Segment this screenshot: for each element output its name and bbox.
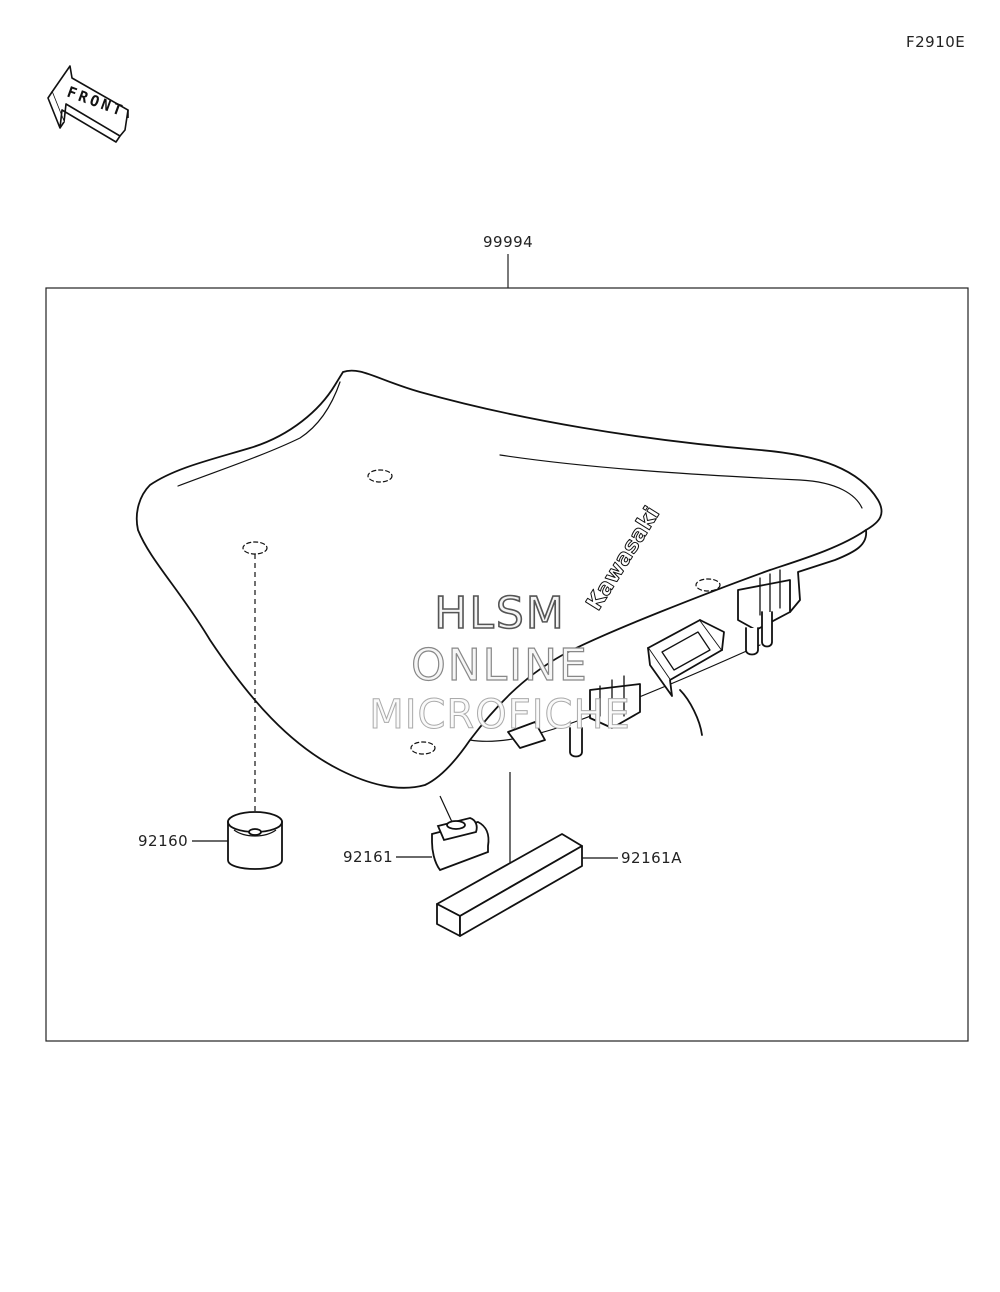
pad-92161a-shape (436, 833, 583, 937)
damper-92160-shape (227, 811, 283, 870)
diagram-id: F2910E (906, 33, 966, 51)
assembly-box (45, 287, 969, 1042)
seat: Kawasaki (135, 369, 883, 789)
part-92160-label[interactable]: 92160 (138, 832, 189, 850)
part-92161-label[interactable]: 92161 (343, 848, 394, 866)
damper-92161-shape (431, 817, 490, 872)
part-92161a-label[interactable]: 92161A (621, 849, 682, 867)
front-arrow-icon: FRONT (47, 65, 129, 143)
assembly-part-number[interactable]: 99994 (483, 233, 534, 251)
